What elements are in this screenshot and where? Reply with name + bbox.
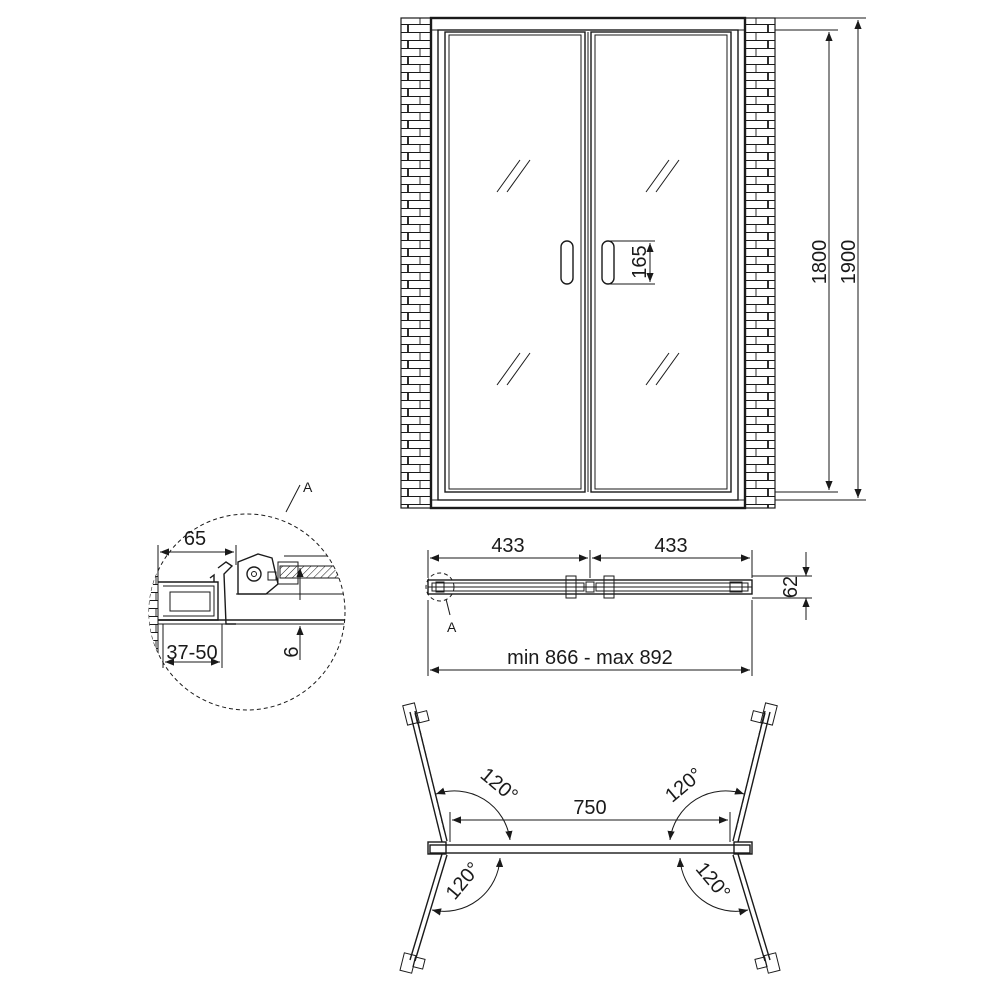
height-1900-dimension: 1900 [838, 240, 860, 285]
detail-a-marker-circle [425, 572, 455, 602]
plan-view: A 433 433 62 min 866 - max 892 [425, 535, 812, 676]
detail-6-dimension: 6 [281, 646, 303, 657]
detail-hinge [237, 553, 279, 595]
height-1800-dimension: 1800 [809, 240, 831, 285]
detail-65-dimension: 65 [184, 528, 206, 550]
opening-base-profile [429, 844, 751, 854]
detail-a-label: A [303, 479, 313, 495]
total-width-dimension: min 866 - max 892 [507, 647, 673, 669]
opening-width-dimension: 750 [573, 797, 606, 819]
right-door-panel [590, 31, 732, 493]
left-wall-bricks [400, 17, 432, 509]
angle-top-right: 120° [661, 764, 707, 807]
angle-bottom-right: 120° [691, 858, 734, 904]
right-panel-width-dimension: 433 [654, 535, 687, 557]
right-panel-open-outward [732, 702, 778, 843]
detail-wall-bricks [149, 514, 159, 710]
depth-dimension: 62 [780, 576, 802, 598]
right-panel-open-inward [732, 853, 781, 974]
front-view: 165 1800 1900 [400, 16, 866, 510]
left-panel-open-inward [399, 853, 448, 974]
right-wall-bricks [744, 17, 776, 509]
detail-adjust-dimension: 37-50 [166, 642, 217, 664]
detail-a-circle [148, 513, 346, 711]
right-handle [601, 240, 615, 285]
glass-reflection-marks [496, 159, 680, 386]
handle-height-dimension: 165 [629, 245, 651, 278]
opening-view: 750 120° 120° 120° 120° [399, 702, 781, 974]
angle-top-left: 120° [476, 764, 522, 807]
detail-glass [279, 565, 345, 579]
detail-a-marker-label: A [447, 619, 457, 635]
door-outer-frame [429, 16, 747, 510]
detail-a-view: A 65 [148, 479, 346, 711]
left-panel-open-outward [402, 702, 448, 843]
left-door-panel [444, 31, 586, 493]
angle-bottom-left: 120° [442, 858, 485, 904]
left-panel-width-dimension: 433 [491, 535, 524, 557]
left-handle [560, 240, 574, 285]
